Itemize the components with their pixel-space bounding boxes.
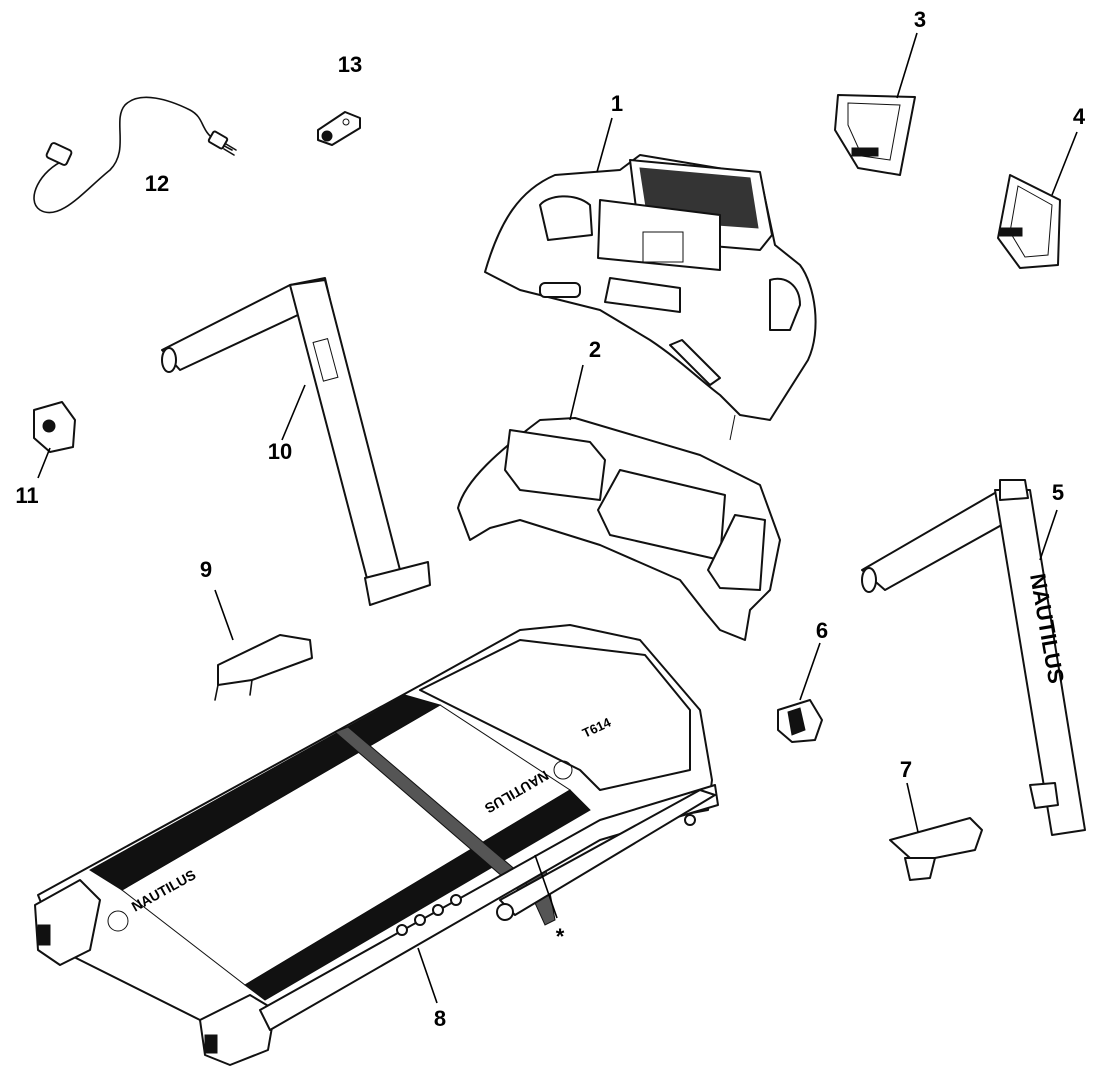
small-bracket-part (33, 401, 76, 479)
callout-1: 1 (611, 91, 623, 116)
callout-10: 10 (268, 439, 292, 464)
callout-12: 12 (145, 171, 169, 196)
cup-holder-right-part (834, 32, 918, 176)
callout-13: 13 (338, 52, 362, 77)
callout-star: * (556, 924, 565, 949)
right-foot-cover-part (889, 782, 983, 881)
console-frame-part (457, 364, 781, 641)
callout-8: 8 (434, 1006, 446, 1031)
switch-connector-part (317, 111, 361, 146)
callout-5: 5 (1052, 480, 1064, 505)
end-cap-part (777, 642, 823, 743)
callout-9: 9 (200, 557, 212, 582)
power-cord-part (33, 96, 237, 214)
right-upright-part: NAUTILUS (861, 479, 1086, 836)
callout-11: 11 (15, 483, 38, 508)
treadmill-base-part: NAUTILUS NAUTILUS T614 (34, 624, 719, 1066)
callout-6: 6 (816, 618, 828, 643)
callout-3: 3 (914, 7, 926, 32)
left-foot-cover-part (214, 589, 313, 701)
left-upright-part (161, 277, 431, 606)
callout-7: 7 (900, 757, 912, 782)
console-part (484, 117, 817, 441)
callout-numbers: 1 2 3 4 5 6 7 8 9 10 11 12 13 * (15, 7, 1086, 1031)
callout-4: 4 (1073, 104, 1086, 129)
callout-2: 2 (589, 337, 601, 362)
cup-holder-left-part (997, 131, 1078, 269)
